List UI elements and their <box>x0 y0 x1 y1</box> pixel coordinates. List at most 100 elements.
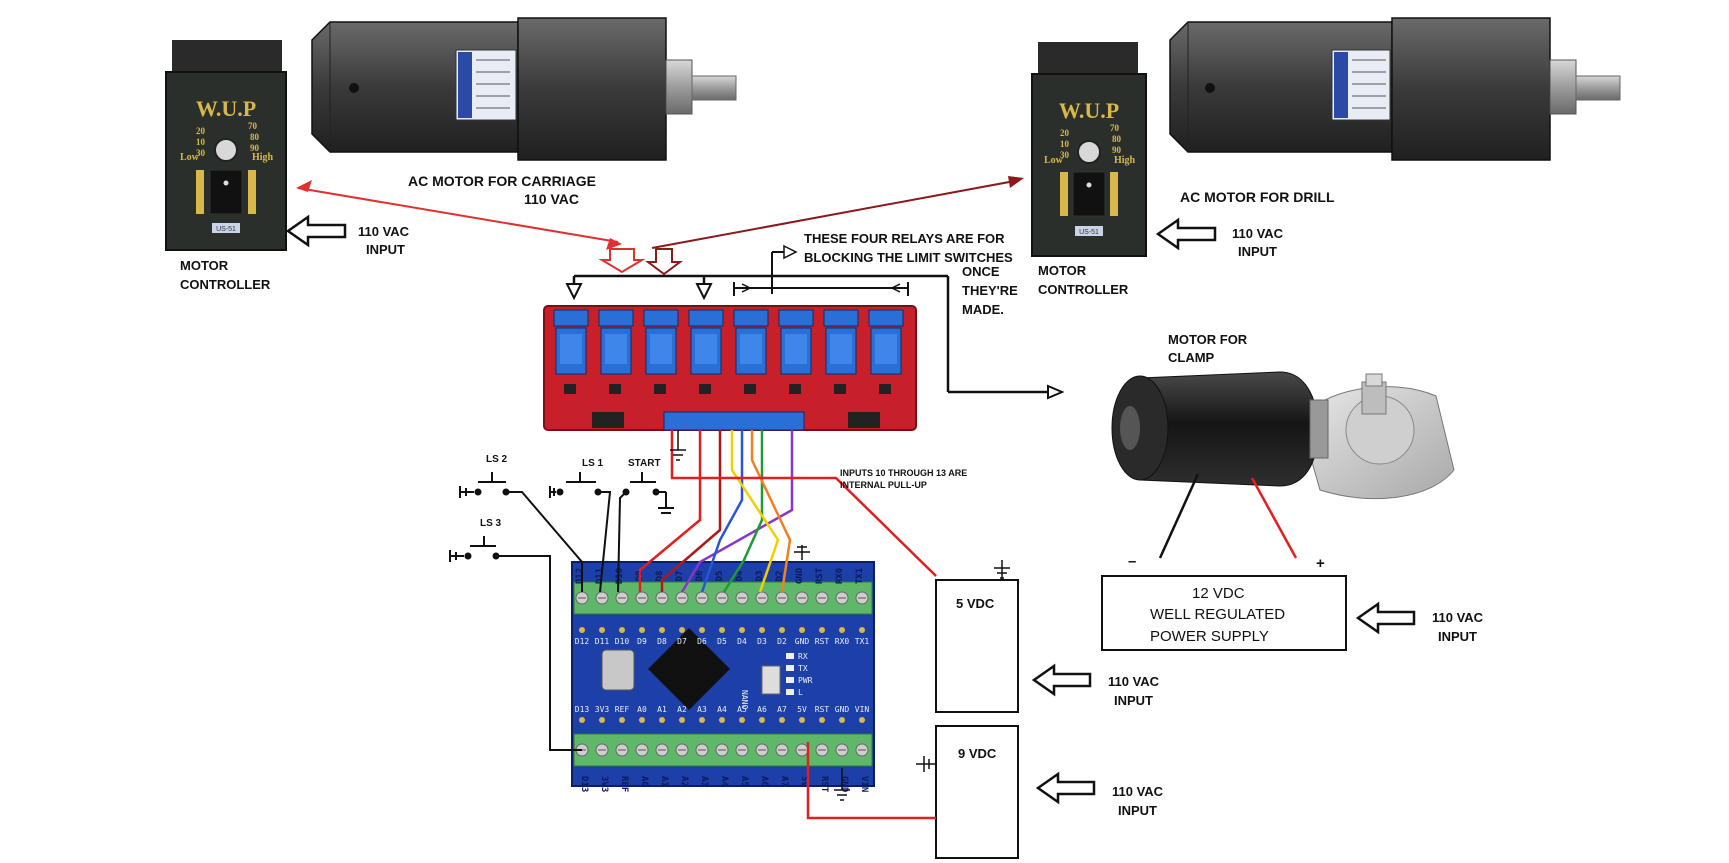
supply-9v-input-label: INPUT <box>1118 803 1157 818</box>
header-pin <box>579 627 585 633</box>
wire-blue <box>700 430 744 593</box>
header-pin <box>779 717 785 723</box>
power-switch-icon <box>1072 171 1106 217</box>
top-pin-label: RST <box>815 567 825 584</box>
bottom-pin-label: A7 <box>779 776 789 787</box>
pullup-note-line2: INTERNAL PULL-UP <box>840 480 927 490</box>
header-pin <box>699 627 705 633</box>
limit-switch-ls2 <box>459 472 583 592</box>
board-pin-label: A3 <box>697 705 707 714</box>
dial-mark: 80 <box>1112 134 1122 144</box>
board-pin-label: D3 <box>757 637 767 646</box>
board-pin-label: A1 <box>657 705 667 714</box>
clamp-dc-motor <box>1111 371 1455 500</box>
board-pin-label: D8 <box>657 637 667 646</box>
relay-arrow-icon <box>598 248 646 274</box>
relay-note-line2: BLOCKING THE LIMIT SWITCHES <box>804 250 1013 265</box>
relay-module <box>823 309 859 394</box>
top-pin-label: D12 <box>575 568 585 584</box>
board-pin-label: A0 <box>637 705 647 714</box>
board-pin-label: A6 <box>757 705 767 714</box>
header-pin <box>599 717 605 723</box>
carriage-ac-motor <box>311 17 737 161</box>
power-supply-9v <box>935 725 1019 859</box>
header-pin <box>719 717 725 723</box>
board-name: NANO <box>740 690 749 709</box>
supply-9v-label: 9 VDC <box>958 746 997 761</box>
header-pin <box>679 717 685 723</box>
carriage-motor-voltage: 110 VAC <box>524 191 579 207</box>
status-led-icon <box>786 677 794 683</box>
relay-note-line1: THESE FOUR RELAYS ARE FOR <box>804 231 1005 246</box>
input-arrow-icon <box>1035 771 1096 805</box>
input-arrow-icon <box>285 214 347 248</box>
board-pin-label: A5 <box>737 705 747 714</box>
supply-5v-input-voltage: 110 VAC <box>1108 674 1160 689</box>
relay-input-terminal <box>663 411 805 431</box>
drill-input-label: INPUT <box>1238 244 1277 259</box>
bottom-pin-label: VIN <box>859 776 869 792</box>
header-pin <box>639 717 645 723</box>
bottom-pin-label: RST <box>819 776 829 793</box>
power-supply-12v <box>1101 575 1347 651</box>
reset-button-icon <box>761 665 781 695</box>
drill-motor-controller: W.U.P 20 10 30 70 80 90 Low High US-51 <box>1031 42 1147 257</box>
dial-mark: 80 <box>250 132 260 142</box>
ground-symbol-icon <box>916 756 936 772</box>
board-pin-label: VIN <box>855 705 870 714</box>
supply-9v-input-voltage: 110 VAC <box>1112 784 1164 799</box>
down-arrow-icon <box>565 283 583 301</box>
header-pin <box>659 627 665 633</box>
clamp-arrow-icon <box>1047 384 1065 400</box>
dial-high-label: High <box>1114 155 1136 166</box>
board-pin-label: D4 <box>737 637 747 646</box>
board-pin-label: A2 <box>677 705 687 714</box>
dial-low-label: Low <box>180 152 200 163</box>
switch-ls2-label: LS 2 <box>486 454 508 465</box>
clamp-motor-label-line2: CLAMP <box>1168 350 1215 365</box>
header-pin <box>619 717 625 723</box>
board-pin-label: GND <box>835 705 850 714</box>
board-pin-label: D6 <box>697 637 707 646</box>
header-pin <box>839 717 845 723</box>
wire-orange <box>750 430 792 593</box>
supply-12v-line1: 12 VDC <box>1192 585 1245 602</box>
clamp-neg-wire <box>1158 473 1200 559</box>
usb-c-port-icon <box>601 649 635 691</box>
header-pin <box>799 627 805 633</box>
switch-start-label: START <box>628 458 661 469</box>
limit-switch-ls1 <box>549 472 612 593</box>
drill-ac-motor <box>1169 17 1621 161</box>
relay-board <box>543 305 917 431</box>
status-led-icon <box>786 689 794 695</box>
ground-symbol-icon <box>994 560 1010 580</box>
controller-model: US-51 <box>216 226 236 233</box>
wire-dark-red <box>660 430 722 592</box>
bottom-pin-label: GND <box>839 776 849 793</box>
relay-module <box>868 309 904 394</box>
relay-module <box>733 309 769 394</box>
header-pin <box>819 717 825 723</box>
controller-brand: W.U.P <box>1059 98 1119 123</box>
board-pin-label: D10 <box>615 637 630 646</box>
dial-mark: 90 <box>250 143 260 153</box>
status-led-icon <box>786 665 794 671</box>
top-pin-label: D4 <box>735 570 745 581</box>
controller-label-line2: CONTROLLER <box>180 277 271 292</box>
top-pin-label: RX0 <box>835 568 845 584</box>
signal-wires <box>638 430 937 820</box>
top-pin-label: D6 <box>695 571 705 582</box>
wire-red <box>638 430 702 592</box>
board-pin-label: TX1 <box>855 637 870 646</box>
relay-note-line5: MADE. <box>962 302 1004 317</box>
led-label: L <box>798 688 803 697</box>
carriage-input-label: INPUT <box>366 242 405 257</box>
top-pin-label: D5 <box>715 571 725 582</box>
header-pin <box>779 627 785 633</box>
carriage-input-voltage: 110 VAC <box>358 224 410 239</box>
supply-plus-sign: + <box>1316 555 1325 572</box>
bottom-pin-label: A6 <box>759 776 769 787</box>
bottom-pin-label: A4 <box>719 776 729 787</box>
